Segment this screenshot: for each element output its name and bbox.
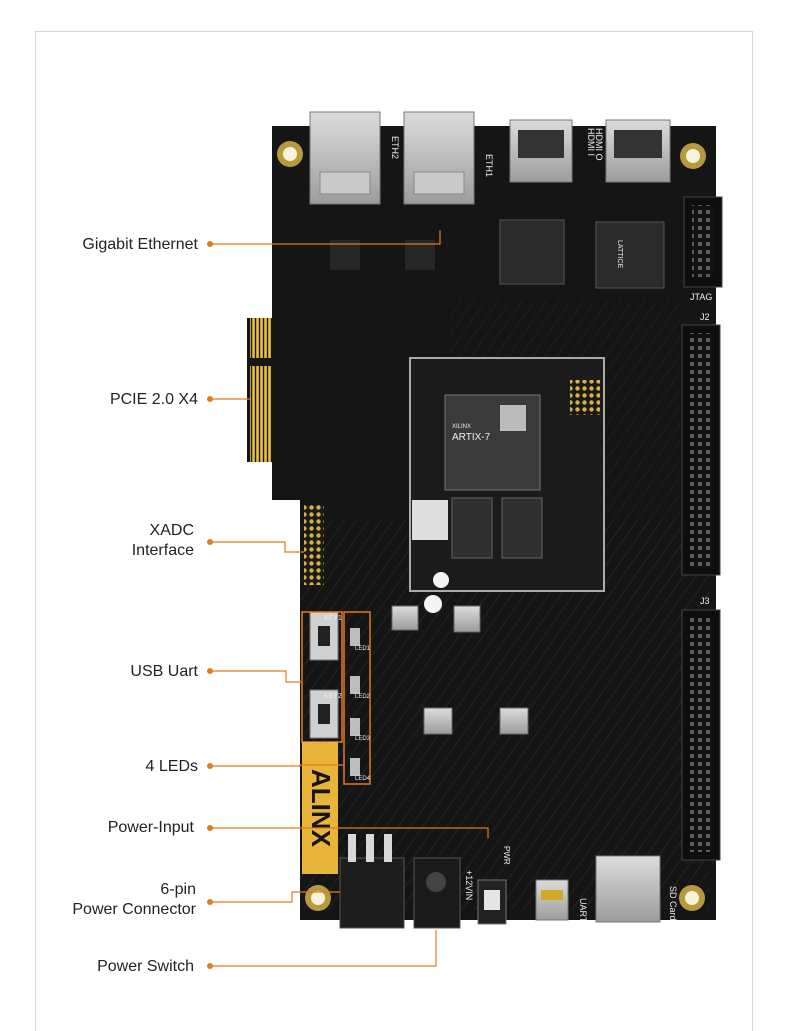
eth2-label: ETH2 xyxy=(390,136,400,159)
hdmi-in-label: HDMI I xyxy=(586,128,596,156)
led1-label: LED1 xyxy=(355,646,371,652)
callout-usb-uart: USB Uart xyxy=(130,663,198,680)
j2-label: J2 xyxy=(700,312,710,322)
sd-label: SD Card xyxy=(668,886,678,921)
callout-power-connector: 6-pin Power Connector xyxy=(72,881,196,918)
alinx-logo-text: ALINX xyxy=(306,769,336,848)
xadc-header xyxy=(304,505,324,585)
eth1-label: ETH1 xyxy=(484,154,494,177)
led3-label: LED3 xyxy=(355,736,371,742)
hdmi-connectors xyxy=(509,119,671,183)
led-box xyxy=(343,611,371,785)
callout-power-input: Power-Input xyxy=(107,819,194,836)
ddr-chip-1 xyxy=(451,497,493,559)
phy-chip-1 xyxy=(330,240,360,270)
key2-label: KEY2 xyxy=(324,693,342,700)
phy-chip-2 xyxy=(405,240,435,270)
callout-leds: 4 LEDs xyxy=(145,758,198,775)
pwr-label: PWR xyxy=(502,846,511,865)
fpga-vendor-label: XILINX xyxy=(452,424,471,430)
pcie-gold-fingers xyxy=(250,318,272,462)
ddr-chip-2 xyxy=(501,497,543,559)
callout-gigabit-ethernet: Gigabit Ethernet xyxy=(82,236,198,253)
callout-xadc: XADC Interface xyxy=(131,522,194,559)
jtag-label: JTAG xyxy=(690,292,712,302)
dc-jack xyxy=(413,857,461,929)
callout-lines xyxy=(210,230,489,967)
sd-card-slot xyxy=(595,855,661,923)
power-in-label: +12VIN xyxy=(464,870,474,900)
ethernet-jacks xyxy=(309,111,475,205)
mounting-holes xyxy=(277,141,706,911)
callout-power-switch: Power Switch xyxy=(97,958,194,975)
cpld-chip xyxy=(595,221,665,289)
key1-label: KEY1 xyxy=(324,615,342,622)
j3-label: J3 xyxy=(700,596,710,606)
fpga-brand-label: ARTIX-7 xyxy=(452,432,491,443)
led4-label: LED4 xyxy=(355,776,371,782)
uart-label: UART xyxy=(578,898,588,923)
cpld-brand-label: LATTICE xyxy=(616,240,623,269)
callout-pcie: PCIE 2.0 X4 xyxy=(109,391,198,408)
power-connector-6pin xyxy=(339,857,405,929)
inductors xyxy=(391,605,529,735)
hdmi-out-label: HDMI O xyxy=(594,128,604,161)
leds xyxy=(350,628,360,776)
callout-dots xyxy=(207,241,213,969)
led2-label: LED2 xyxy=(355,694,371,700)
hdmi-chip xyxy=(499,219,565,285)
alinx-logo xyxy=(302,742,338,874)
image-frame xyxy=(35,31,753,1031)
